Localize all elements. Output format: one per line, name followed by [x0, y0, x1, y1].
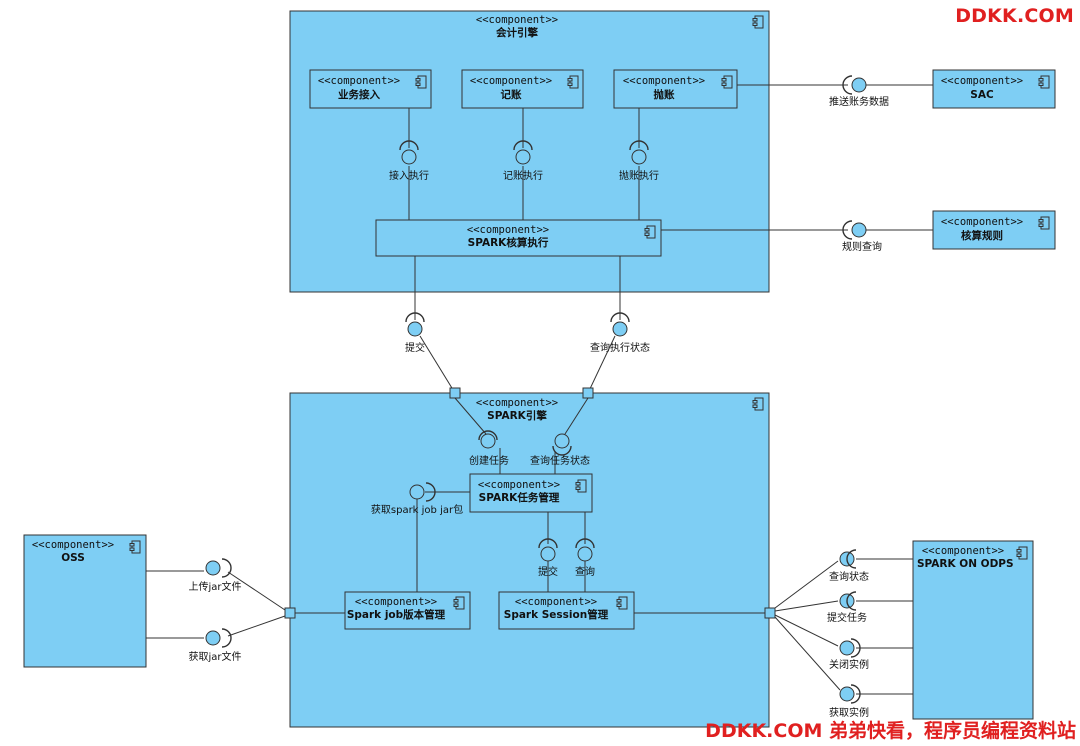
stereotype-label: <<component>>: [941, 75, 1023, 87]
submit-task-interface: 提交任务: [774, 591, 913, 624]
push-account-data-interface: 推送账务数据: [737, 75, 933, 108]
stereotype-label: <<component>>: [355, 596, 437, 608]
component-name: SPARK ON ODPS: [917, 558, 1014, 570]
get-jar-interface: 获取jar文件: [146, 615, 286, 663]
interface-label: 提交: [405, 341, 425, 354]
component-name: 业务接入: [338, 88, 380, 101]
interface-label: 创建任务: [469, 454, 509, 467]
submit2-interface: 提交: [538, 512, 558, 592]
query-interface: 查询: [575, 512, 595, 592]
stereotype-label: <<component>>: [318, 75, 400, 87]
query-status-interface: 查询状态: [774, 549, 913, 609]
interface-ball-icon: [205, 630, 221, 646]
component-name: 记账: [501, 88, 522, 101]
interface-ball-icon: [409, 484, 425, 500]
bookkeeping-exec-interface: 记账执行: [503, 108, 543, 220]
interface-label: 获取实例: [829, 706, 869, 719]
interface-ball-icon: [851, 222, 867, 238]
sac-component: <<component>> SAC: [932, 69, 1056, 109]
interface-ball-icon: [839, 686, 855, 702]
query-exec-status-interface: 查询执行状态: [587, 256, 650, 394]
interface-label: 获取spark job jar包: [371, 503, 463, 516]
component-name: OSS: [61, 552, 85, 564]
component-name: Spark job版本管理: [347, 608, 446, 621]
upload-jar-interface: 上传jar文件: [146, 558, 286, 611]
interface-label: 查询任务状态: [530, 454, 590, 467]
watermark-bottom: DDKK.COM 弟弟快看，程序员编程资料站: [705, 720, 1076, 742]
interface-ball-icon: [851, 77, 867, 93]
interface-ball-icon: [540, 546, 556, 562]
interface-label: 提交: [538, 565, 558, 578]
interface-ball-icon: [577, 546, 593, 562]
component-name: SPARK核算执行: [468, 236, 549, 249]
interface-ball-icon: [480, 433, 496, 449]
spark-accounting-exec-component: <<component>> SPARK核算执行: [375, 219, 662, 257]
interface-label: 接入执行: [389, 169, 429, 182]
stereotype-label: <<component>>: [515, 596, 597, 608]
interface-label: 查询: [575, 565, 595, 578]
interface-ball-icon: [205, 560, 221, 576]
interface-ball-icon: [407, 321, 423, 337]
stereotype-label: <<component>>: [32, 539, 114, 551]
business-access-component: <<component>> 业务接入: [309, 69, 432, 109]
component-name: SPARK引擎: [487, 409, 547, 422]
interface-label: 获取jar文件: [188, 650, 241, 663]
interface-label: 规则查询: [842, 240, 882, 253]
spark-on-odps-component: <<component>> SPARK ON ODPS: [912, 540, 1034, 720]
stereotype-label: <<component>>: [478, 479, 560, 491]
spark-session-mgmt-component: <<component>> Spark Session管理: [498, 591, 635, 630]
stereotype-label: <<component>>: [623, 75, 705, 87]
watermark-top: DDKK.COM: [955, 5, 1074, 27]
stereotype-label: <<component>>: [476, 14, 558, 26]
stereotype-label: <<component>>: [922, 545, 1004, 557]
interface-ball-icon: [839, 640, 855, 656]
interface-label: 提交任务: [827, 611, 867, 624]
stereotype-label: <<component>>: [467, 224, 549, 236]
spark-task-mgmt-component: <<component>> SPARK任务管理: [469, 473, 593, 513]
interface-label: 查询状态: [829, 570, 869, 583]
interface-label: 上传jar文件: [188, 580, 241, 593]
oss-port: [284, 607, 296, 619]
get-instance-interface: 获取实例: [774, 616, 913, 719]
component-name: SAC: [970, 89, 994, 101]
close-instance-interface: 关闭实例: [774, 614, 913, 671]
stereotype-label: <<component>>: [476, 397, 558, 409]
get-spark-job-jar-interface: 获取spark job jar包: [371, 482, 470, 592]
interface-ball-icon: [554, 433, 570, 449]
oss-component: <<component>> OSS: [23, 534, 147, 668]
interface-label: 查询执行状态: [590, 341, 650, 354]
create-task-interface: 创建任务: [454, 397, 509, 474]
odps-port: [764, 607, 776, 619]
throw-exec-interface: 抛账执行: [619, 108, 659, 220]
accounting-rules-component: <<component>> 核算规则: [932, 210, 1056, 250]
component-name: Spark Session管理: [504, 608, 609, 621]
access-exec-interface: 接入执行: [389, 108, 429, 220]
stereotype-label: <<component>>: [470, 75, 552, 87]
submit-interface: 提交: [405, 256, 456, 394]
interface-ball-icon: [631, 149, 647, 165]
component-name: 会计引擎: [496, 26, 538, 39]
interface-label: 抛账执行: [619, 169, 659, 182]
interface-ball-icon: [515, 149, 531, 165]
interface-ball-icon: [612, 321, 628, 337]
throw-account-component: <<component>> 抛账: [613, 69, 738, 109]
interface-label: 推送账务数据: [829, 95, 889, 108]
interface-label: 记账执行: [503, 169, 543, 182]
spark-engine-component: <<component>> SPARK引擎: [289, 392, 770, 728]
interface-ball-icon: [401, 149, 417, 165]
query-task-status-interface: 查询任务状态: [530, 397, 590, 474]
submit-port: [449, 387, 461, 399]
component-name: 核算规则: [961, 229, 1003, 242]
interface-label: 关闭实例: [829, 658, 869, 671]
bookkeeping-component: <<component>> 记账: [461, 69, 584, 109]
component-name: 抛账: [654, 88, 675, 101]
stereotype-label: <<component>>: [941, 216, 1023, 228]
spark-job-version-mgmt-component: <<component>> Spark job版本管理: [344, 591, 471, 630]
rule-query-interface: 规则查询: [661, 220, 933, 253]
query-port: [582, 387, 594, 399]
component-name: SPARK任务管理: [479, 491, 560, 504]
